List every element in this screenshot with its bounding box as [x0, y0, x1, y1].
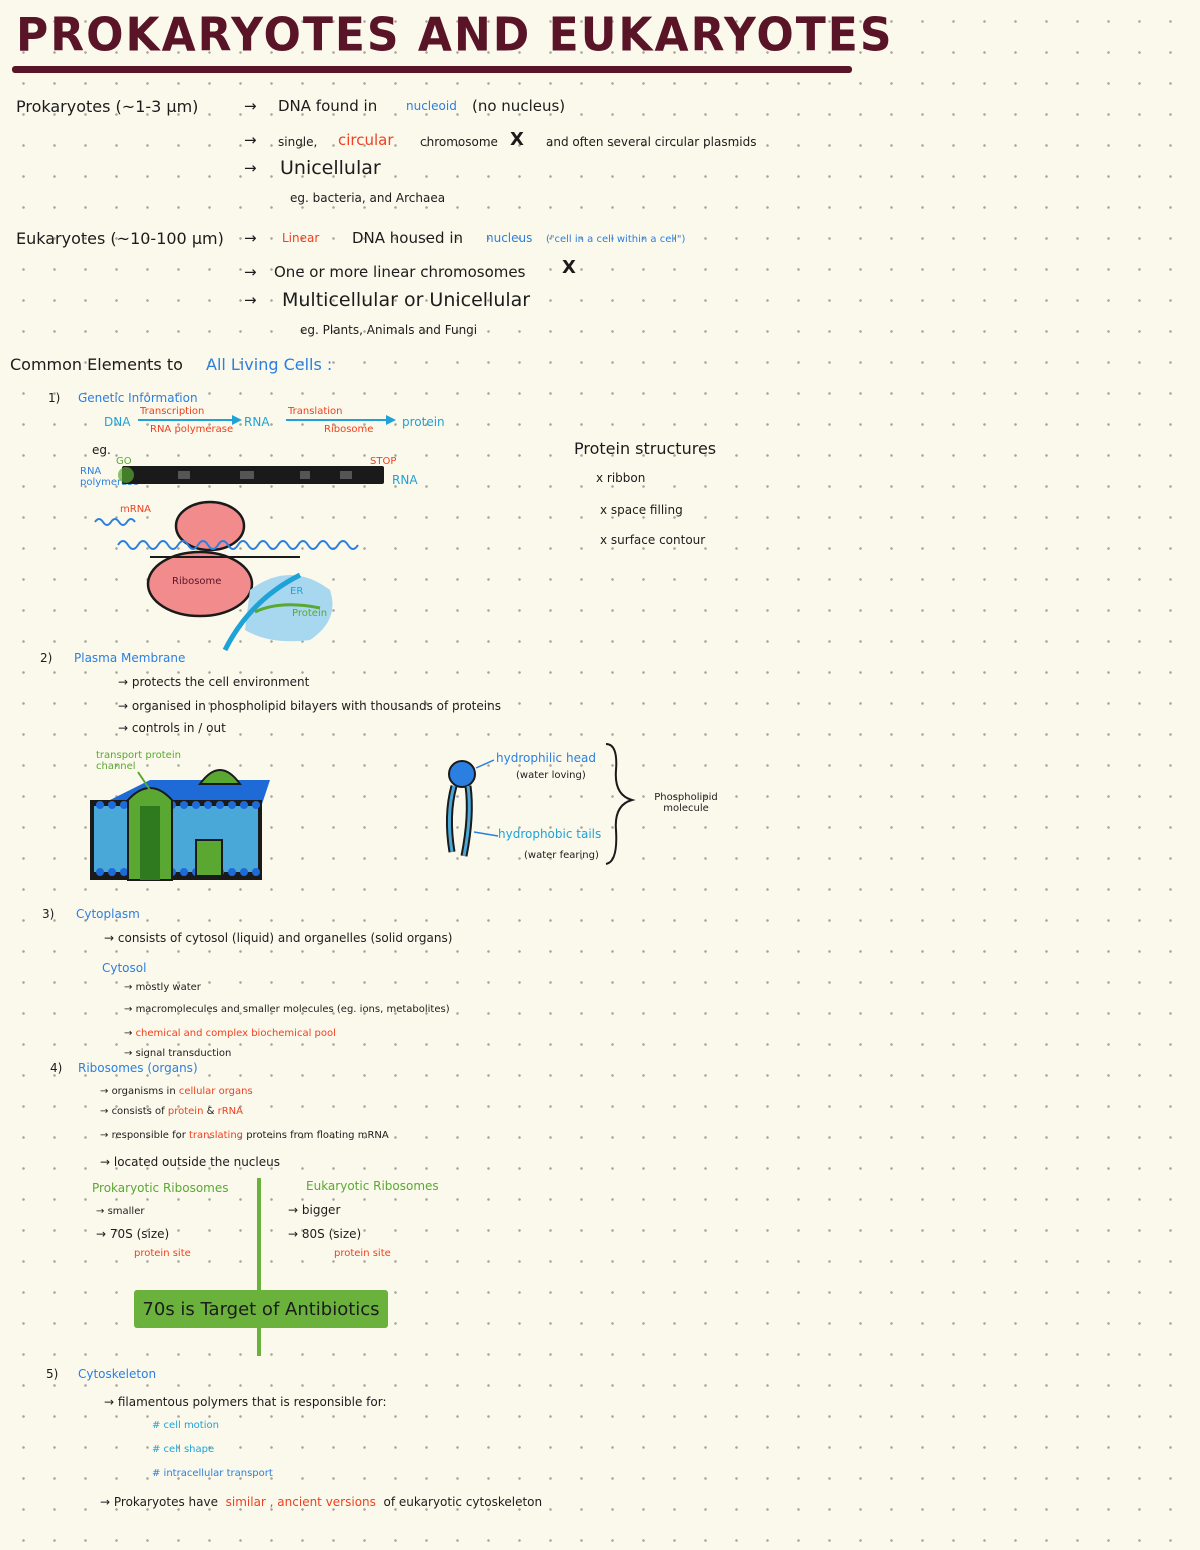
eukaryotes-label: Eukaryotes (~10-100 μm): [16, 229, 224, 248]
protein-structures-heading: Protein structures: [574, 439, 717, 458]
dogma-protein: protein: [402, 415, 445, 429]
go-label: GO: [116, 456, 132, 467]
protein-label: Protein: [292, 608, 328, 619]
arrow-icon: →: [244, 263, 257, 281]
er-label: ER: [290, 586, 304, 597]
membrane-point-1: → protects the cell environment: [118, 675, 310, 689]
phospholipid-label: Phospholipid molecule: [654, 792, 718, 814]
membrane-point-3: → controls in / out: [118, 721, 226, 735]
prok-example: eg. bacteria, and Archaea: [290, 191, 446, 205]
cytosol-item-1: → mostly water: [124, 982, 201, 993]
prok-ribo-item-1: → smaller: [96, 1206, 145, 1217]
chromosome-icon: X: [510, 129, 524, 150]
section1-heading: Genetic Information: [78, 391, 198, 405]
arrow-icon: →: [244, 159, 257, 177]
antibiotics-highlight-box: 70s is Target of Antibiotics: [134, 1290, 388, 1328]
ps-item-ribbon: x ribbon: [596, 471, 646, 485]
section5-number: 5): [46, 1367, 59, 1381]
membrane-point-2: → organised in phospholipid bilayers wit…: [118, 699, 501, 713]
euk-ribo-note: protein site: [334, 1248, 391, 1259]
eg-label: eg.: [92, 443, 111, 457]
chromosome-icon: X: [562, 257, 576, 278]
section3-heading: Cytoplasm: [76, 907, 140, 921]
arrow-icon: →: [244, 291, 257, 309]
euk-cell-note: ("cell in a cell within a cell"): [546, 234, 686, 245]
common-highlight: All Living Cells :: [206, 355, 333, 374]
euk-ribo-item-1: → bigger: [288, 1203, 341, 1217]
ps-item-surface: x surface contour: [600, 533, 706, 547]
euk-nucleus: nucleus: [486, 231, 533, 245]
ribosome-item-2: → consists of protein & rRNA: [100, 1106, 243, 1117]
euk-dna-housed: DNA housed in: [352, 229, 463, 247]
ribosome-divider: [257, 1178, 261, 1356]
mrna-label: mRNA: [120, 504, 152, 515]
section2-heading: Plasma Membrane: [74, 651, 186, 665]
ribosome-item-3: → responsible for translating proteins f…: [100, 1130, 389, 1141]
prok-point-1: DNA found in: [278, 97, 378, 115]
euk-linear: Linear: [282, 231, 320, 245]
arrow-icon: →: [244, 131, 257, 149]
page-title: PROKARYOTES AND EUKARYOTES: [16, 8, 894, 63]
title-underline: [12, 66, 852, 73]
cytosol-item-4: → signal transduction: [124, 1048, 232, 1059]
cytoplasm-desc: → consists of cytosol (liquid) and organ…: [104, 931, 453, 945]
prok-no-nucleus: (no nucleus): [472, 97, 566, 115]
section4-heading: Ribosomes (organs): [78, 1061, 198, 1075]
prokaryotes-label: Prokaryotes (~1-3 μm): [16, 97, 199, 116]
cytoskeleton-item-1: # cell motion: [152, 1420, 219, 1431]
prok-plasmids: and often several circular plasmids: [546, 135, 757, 149]
euk-example: eg. Plants, Animals and Fungi: [300, 323, 478, 337]
cytosol-item-3: → chemical and complex biochemical pool: [124, 1028, 336, 1039]
hydrophilic-head-label: hydrophilic head: [496, 751, 596, 765]
section3-number: 3): [42, 907, 55, 921]
prok-circular: circular: [338, 131, 394, 149]
hydrophobic-sub: (water fearing): [524, 850, 599, 861]
prok-unicellular: Unicellular: [280, 157, 381, 179]
arrow-icon: →: [244, 97, 257, 115]
prok-single: single,: [278, 135, 318, 149]
ribosome-label: Ribosome: [172, 576, 222, 587]
common-label: Common Elements to: [10, 355, 183, 374]
ribosome-item-1: → organisms in cellular organs: [100, 1086, 253, 1097]
transport-protein-label: transport protein channel: [96, 750, 181, 772]
arrow-icon: →: [244, 229, 257, 247]
section2-number: 2): [40, 651, 53, 665]
dogma-dna: DNA: [104, 415, 131, 429]
cytoskeleton-item-3: # intracellular transport: [152, 1468, 273, 1479]
section5-heading: Cytoskeleton: [78, 1367, 157, 1381]
euk-multicellular: Multicellular or Unicellular: [282, 289, 531, 311]
prok-nucleoid: nucleoid: [406, 99, 457, 113]
dogma-rna-polymerase: RNA polymerase: [150, 424, 234, 435]
prok-ribo-item-2: → 70S (size): [96, 1227, 170, 1241]
euk-ribosomes-heading: Eukaryotic Ribosomes: [306, 1179, 439, 1193]
hydrophilic-sub: (water loving): [516, 770, 586, 781]
stop-label: STOP: [370, 456, 397, 467]
section4-number: 4): [50, 1061, 63, 1075]
ribosome-item-4: → located outside the nucleus: [100, 1155, 280, 1169]
dogma-ribosome: Ribosome: [324, 424, 374, 435]
dogma-translation: Translation: [288, 406, 343, 417]
cytosol-heading: Cytosol: [102, 961, 147, 975]
cytoskeleton-desc: → filamentous polymers that is responsib…: [104, 1395, 387, 1409]
prok-ribosomes-heading: Prokaryotic Ribosomes: [92, 1181, 229, 1195]
cytoskeleton-item-2: # cell shape: [152, 1444, 215, 1455]
prok-ribo-note: protein site: [134, 1248, 191, 1259]
rna-polymerase-side: RNA polymerase: [80, 466, 139, 488]
dogma-transcription: Transcription: [140, 406, 205, 417]
rna-end-label: RNA: [392, 473, 418, 487]
prok-chromosome: chromosome: [420, 135, 498, 149]
cytoskeleton-last: → Prokaryotes have similar , ancient ver…: [100, 1495, 543, 1509]
euk-ribo-item-2: → 80S (size): [288, 1227, 362, 1241]
ps-item-space-filling: x space filling: [600, 503, 683, 517]
euk-chromosomes: One or more linear chromosomes: [274, 263, 526, 281]
cytosol-item-2: → macromolecules and smaller molecules (…: [124, 1004, 450, 1015]
dogma-rna: RNA: [244, 415, 270, 429]
section1-number: 1): [48, 391, 61, 405]
hydrophobic-tails-label: hydrophobic tails: [498, 827, 602, 841]
